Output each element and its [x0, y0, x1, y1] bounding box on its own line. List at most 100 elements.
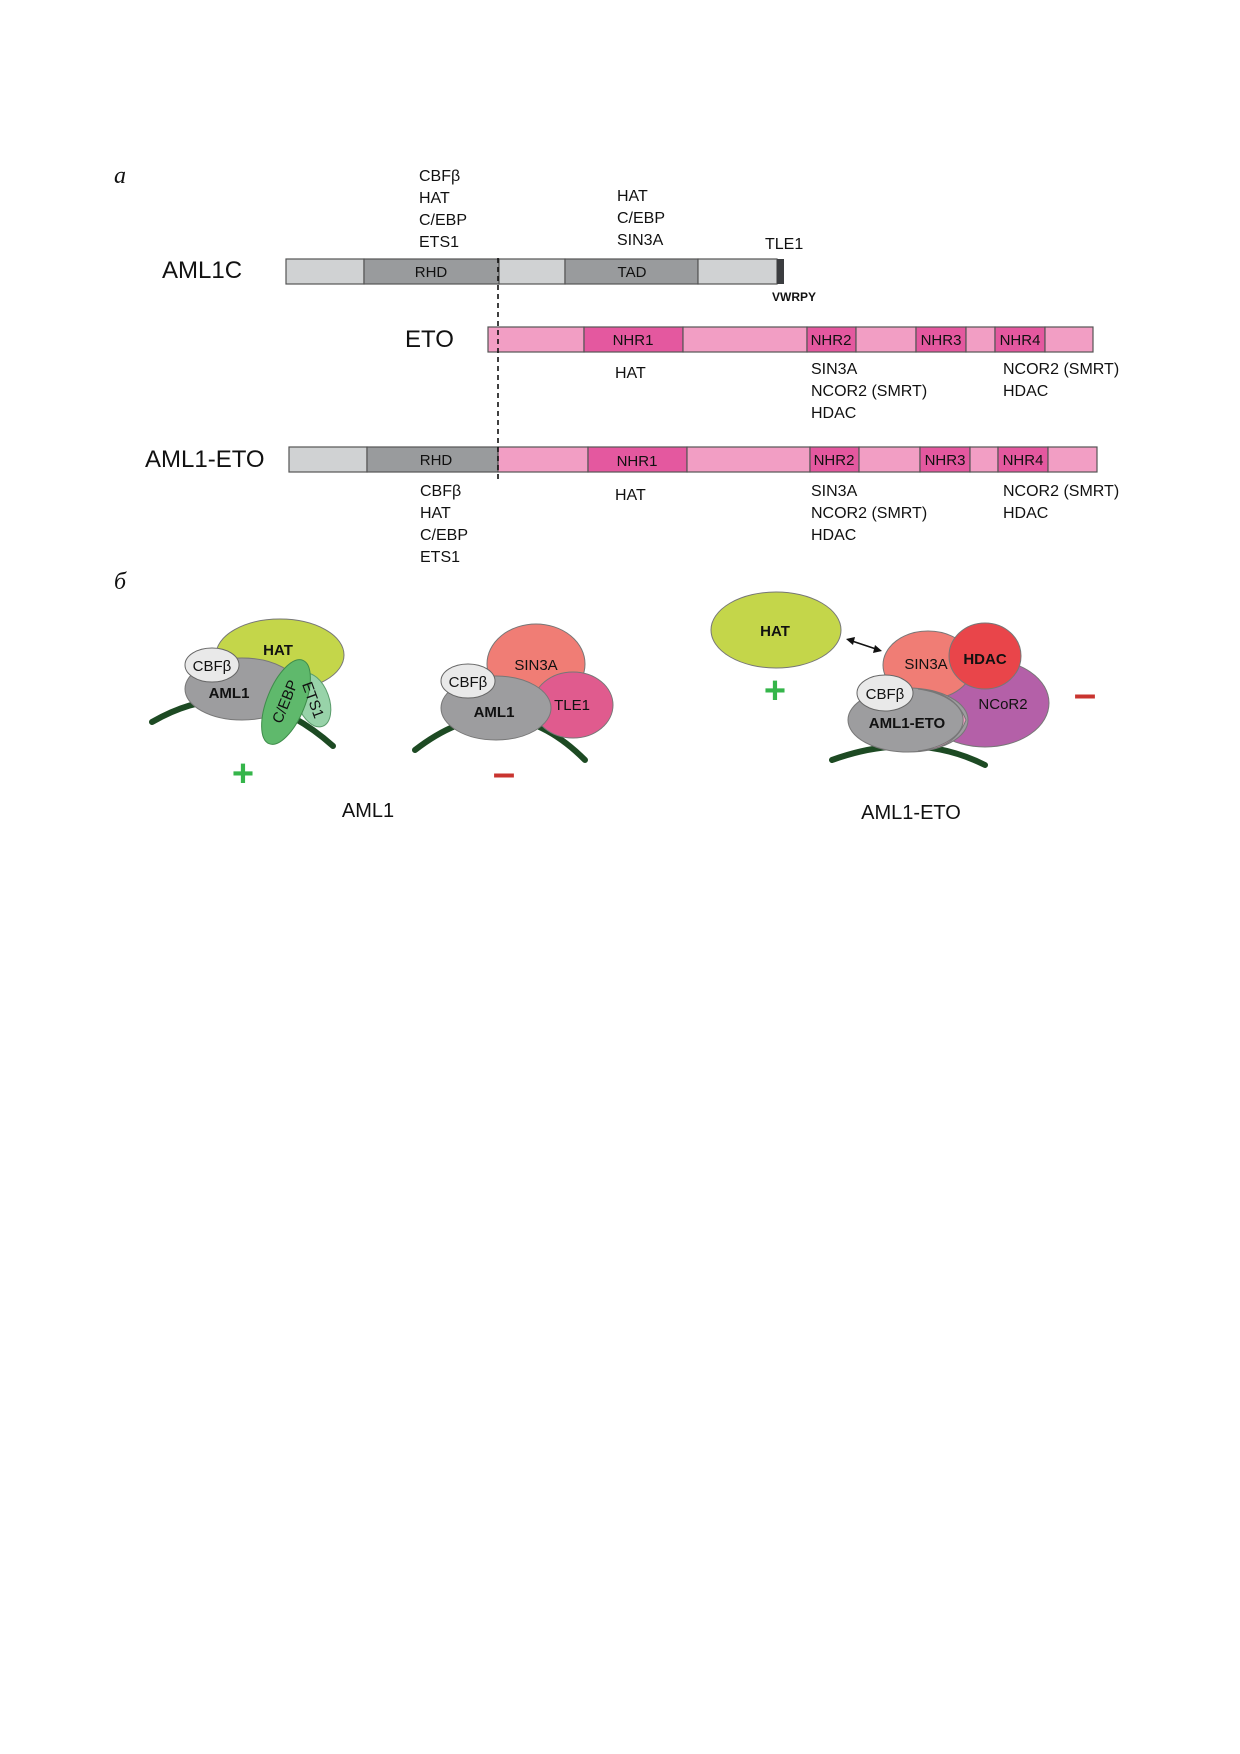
hat-label: HAT [263, 642, 293, 659]
caption-aml1eto: AML1-ETO [861, 802, 961, 824]
eto-bar: NHR1 NHR2 NHR3 NHR4 [487, 326, 1094, 353]
partner-label: HAT [615, 487, 646, 504]
eto-nhr1-partners: HAT [615, 365, 646, 382]
ncor2-label: NCoR2 [978, 696, 1027, 713]
aml1eto-bar: RHD NHR1 NHR2 NHR3 NHR4 [288, 446, 1098, 473]
partner-label: C/EBP [419, 212, 467, 229]
aml1c-bar: RHD TAD [285, 258, 784, 285]
partner-label: NCOR2 (SMRT) [1003, 483, 1119, 500]
exchange-arrow-head-left [846, 637, 855, 645]
partner-label: NCOR2 (SMRT) [811, 383, 927, 400]
aml1eto-segment [497, 446, 589, 473]
eto-segment [682, 326, 808, 353]
panel-a-letter: а [114, 163, 126, 189]
eto-nhr2-label: NHR2 [811, 332, 852, 349]
cbfb-protein [184, 647, 240, 683]
aml1c-rhd-domain [363, 258, 500, 285]
partner-label: SIN3A [811, 361, 858, 378]
vwrpy-motif-block [777, 259, 784, 284]
aml1eto-segment [969, 446, 999, 473]
hdac-protein [948, 622, 1022, 690]
aml1c-segment [285, 258, 365, 285]
aml1eto-segment [288, 446, 368, 473]
partner-label: HAT [617, 188, 648, 205]
partner-label: SIN3A [617, 232, 664, 249]
exchange-arrow-line [851, 640, 877, 650]
partner-label: ETS1 [419, 234, 459, 251]
partner-label: CBFβ [420, 483, 461, 500]
complex-aml1-activator: HAT CBFβ AML1 C/EBP ETS1 + [149, 618, 345, 795]
repression-sign: – [493, 751, 515, 795]
exchange-arrow-head-right [873, 645, 882, 653]
partner-label: HDAC [811, 527, 856, 544]
hat-label: HAT [760, 623, 790, 640]
partner-label: ETS1 [420, 549, 460, 566]
eto-nhr1-label: NHR1 [613, 332, 654, 349]
aml1c-tad-label: TAD [618, 264, 647, 281]
partner-label: HDAC [811, 405, 856, 422]
eto-name: ETO [405, 326, 454, 353]
eto-segment [1044, 326, 1094, 353]
aml1eto-nhr1-label: NHR1 [617, 453, 658, 470]
panel-b-letter: б [114, 569, 127, 595]
repression-sign: – [1074, 672, 1096, 716]
eto-nhr4-domain [994, 326, 1046, 353]
complex-aml1-repressor: SIN3A CBFβ AML1 TLE1 – [412, 623, 614, 795]
aml1eto-protein-pink [917, 688, 967, 752]
partner-label: CBFβ [419, 168, 460, 185]
aml1c-tad-partners: HAT C/EBP SIN3A [617, 188, 665, 249]
aml1-label: AML1 [209, 685, 250, 702]
eto-segment [855, 326, 917, 353]
aml1eto-nhr2-label: NHR2 [814, 452, 855, 469]
activation-sign: + [764, 670, 786, 712]
complex-aml1eto: HAT SIN3A HDAC CBFβ AML1-ETO NCoR2 + – [710, 591, 1096, 768]
aml1eto-nhr2-partners: SIN3A NCOR2 (SMRT) HDAC [811, 483, 927, 544]
activation-sign: + [232, 753, 254, 795]
aml1eto-nhr3-label: NHR3 [925, 452, 966, 469]
vwrpy-motif-label: VWRPY [772, 290, 816, 304]
hat-protein [710, 591, 842, 669]
cbfb-protein [856, 674, 914, 712]
partner-label: HAT [615, 365, 646, 382]
cbfb-label: CBFβ [449, 674, 488, 691]
partner-label: HAT [420, 505, 451, 522]
eto-segment [487, 326, 585, 353]
tle1-binding-label: TLE1 [765, 236, 803, 253]
eto-segment [965, 326, 996, 353]
aml1eto-rhd-label: RHD [420, 452, 453, 469]
hdac-label: HDAC [963, 651, 1006, 668]
aml1eto-name: AML1-ETO [145, 446, 265, 473]
eto-nhr3-label: NHR3 [921, 332, 962, 349]
aml1eto-nhr1-partners: HAT [615, 487, 646, 504]
aml1eto-segment [858, 446, 921, 473]
aml1c-rhd-partners: CBFβ HAT C/EBP ETS1 [419, 168, 467, 251]
caption-aml1: AML1 [342, 800, 394, 822]
aml1c-tad-domain [564, 258, 699, 285]
eto-nhr3-domain [915, 326, 967, 353]
aml1eto-nhr4-partners: NCOR2 (SMRT) HDAC [1003, 483, 1119, 522]
aml1eto-label: AML1-ETO [869, 715, 946, 732]
eto-nhr1-domain [583, 326, 684, 353]
partner-label: SIN3A [811, 483, 858, 500]
aml1eto-segment [1047, 446, 1098, 473]
partner-label: HDAC [1003, 505, 1048, 522]
aml1eto-rhd-partners: CBFβ HAT C/EBP ETS1 [420, 483, 468, 566]
aml1eto-nhr4-label: NHR4 [1003, 452, 1044, 469]
aml1c-segment [697, 258, 778, 285]
aml1eto-nhr2-domain [809, 446, 860, 473]
partner-label: HDAC [1003, 383, 1048, 400]
aml1-label: AML1 [474, 704, 515, 721]
aml1c-segment [498, 258, 566, 285]
partner-label: NCOR2 (SMRT) [1003, 361, 1119, 378]
aml1eto-rhd-domain [366, 446, 499, 473]
partner-label: HAT [419, 190, 450, 207]
aml1eto-segment [686, 446, 811, 473]
cbfb-label: CBFβ [866, 686, 905, 703]
aml1c-rhd-label: RHD [415, 264, 448, 281]
eto-nhr4-label: NHR4 [1000, 332, 1041, 349]
eto-nhr2-partners: SIN3A NCOR2 (SMRT) HDAC [811, 361, 927, 422]
aml1eto-nhr3-domain [919, 446, 971, 473]
aml1c-name: AML1C [162, 257, 242, 284]
partner-label: C/EBP [420, 527, 468, 544]
